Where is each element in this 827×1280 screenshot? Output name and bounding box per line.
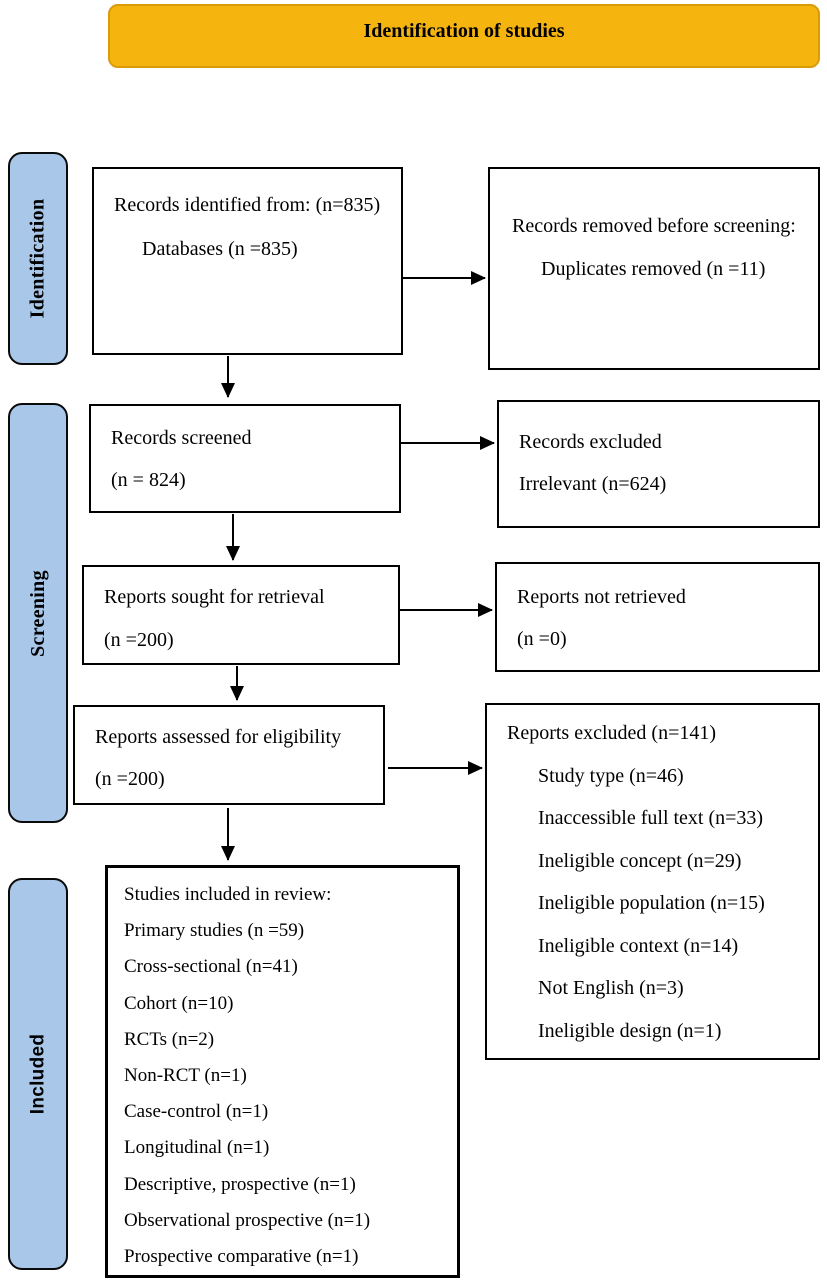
box-text-line: Reports not retrieved: [517, 586, 686, 608]
stage-bar-included: Included: [8, 878, 68, 1270]
box-text-line: Primary studies (n =59): [124, 920, 305, 942]
box-records-excluded: Records excluded Irrelevant (n=624): [497, 400, 820, 528]
box-text-line: Reports excluded (n=141): [507, 722, 717, 744]
box-text-line: Duplicates removed (n =11): [541, 258, 766, 280]
box-text-line: Studies included in review:: [124, 884, 332, 905]
box-records-removed: Records removed before screening: Duplic…: [488, 167, 820, 370]
box-text-line: Records screened: [111, 427, 252, 449]
box-text-line: Ineligible population (n=15): [538, 892, 765, 914]
box-text-line: Inaccessible full text (n=33): [538, 807, 764, 829]
box-text-line: (n =200): [95, 768, 165, 790]
stage-bar-screening: Screening: [8, 403, 68, 823]
box-text-line: Descriptive, prospective (n=1): [124, 1173, 356, 1195]
box-text-line: Records identified from: (n=835): [114, 194, 381, 216]
box-reports-sought: Reports sought for retrieval (n =200): [82, 565, 400, 665]
box-records-identified: Records identified from: (n=835) Databas…: [92, 167, 403, 355]
box-text-line: Irrelevant (n=624): [519, 473, 667, 495]
box-reports-excluded: Reports excluded (n=141) Study type (n=4…: [485, 703, 820, 1060]
stage-label-screening: Screening: [26, 569, 49, 657]
box-text-line: (n = 824): [111, 469, 186, 491]
box-text-line: Records removed before screening:: [512, 215, 796, 237]
diagram-title: Identification of studies: [363, 19, 565, 42]
box-text-line: Ineligible context (n=14): [538, 934, 739, 957]
box-text-line: Cohort (n=10): [124, 992, 234, 1014]
box-text-line: Ineligible concept (n=29): [538, 849, 742, 872]
box-text-line: (n =200): [104, 629, 174, 651]
box-text-line: Study type (n=46): [538, 764, 684, 787]
box-text-line: Cross-sectional (n=41): [124, 956, 298, 978]
box-text-line: Databases (n =835): [142, 238, 298, 260]
box-text-line: Observational prospective (n=1): [124, 1209, 371, 1231]
box-text-line: Prospective comparative (n=1): [124, 1246, 359, 1268]
box-text-line: RCTs (n=2): [124, 1028, 215, 1050]
box-text-line: Non-RCT (n=1): [124, 1065, 247, 1087]
box-records-screened: Records screened (n = 824): [89, 404, 401, 513]
box-text-line: Case-control (n=1): [124, 1101, 269, 1123]
stage-label-included: Included: [27, 1033, 49, 1115]
box-studies-included: Studies included in review: Primary stud…: [105, 865, 460, 1278]
box-text-line: Reports assessed for eligibility: [95, 726, 342, 748]
stage-label-identification: Identification: [26, 198, 49, 319]
box-text-line: Longitudinal (n=1): [124, 1137, 270, 1159]
box-text-line: Not English (n=3): [538, 977, 684, 999]
box-reports-not-retrieved: Reports not retrieved (n =0): [495, 562, 820, 672]
box-text-line: Ineligible design (n=1): [538, 1019, 722, 1042]
box-reports-assessed: Reports assessed for eligibility (n =200…: [73, 705, 385, 805]
stage-bar-identification: Identification: [8, 152, 68, 365]
header-banner: Identification of studies: [108, 4, 820, 68]
box-text-line: Reports sought for retrieval: [104, 586, 325, 608]
box-text-line: (n =0): [517, 628, 567, 650]
box-text-line: Records excluded: [519, 431, 662, 453]
